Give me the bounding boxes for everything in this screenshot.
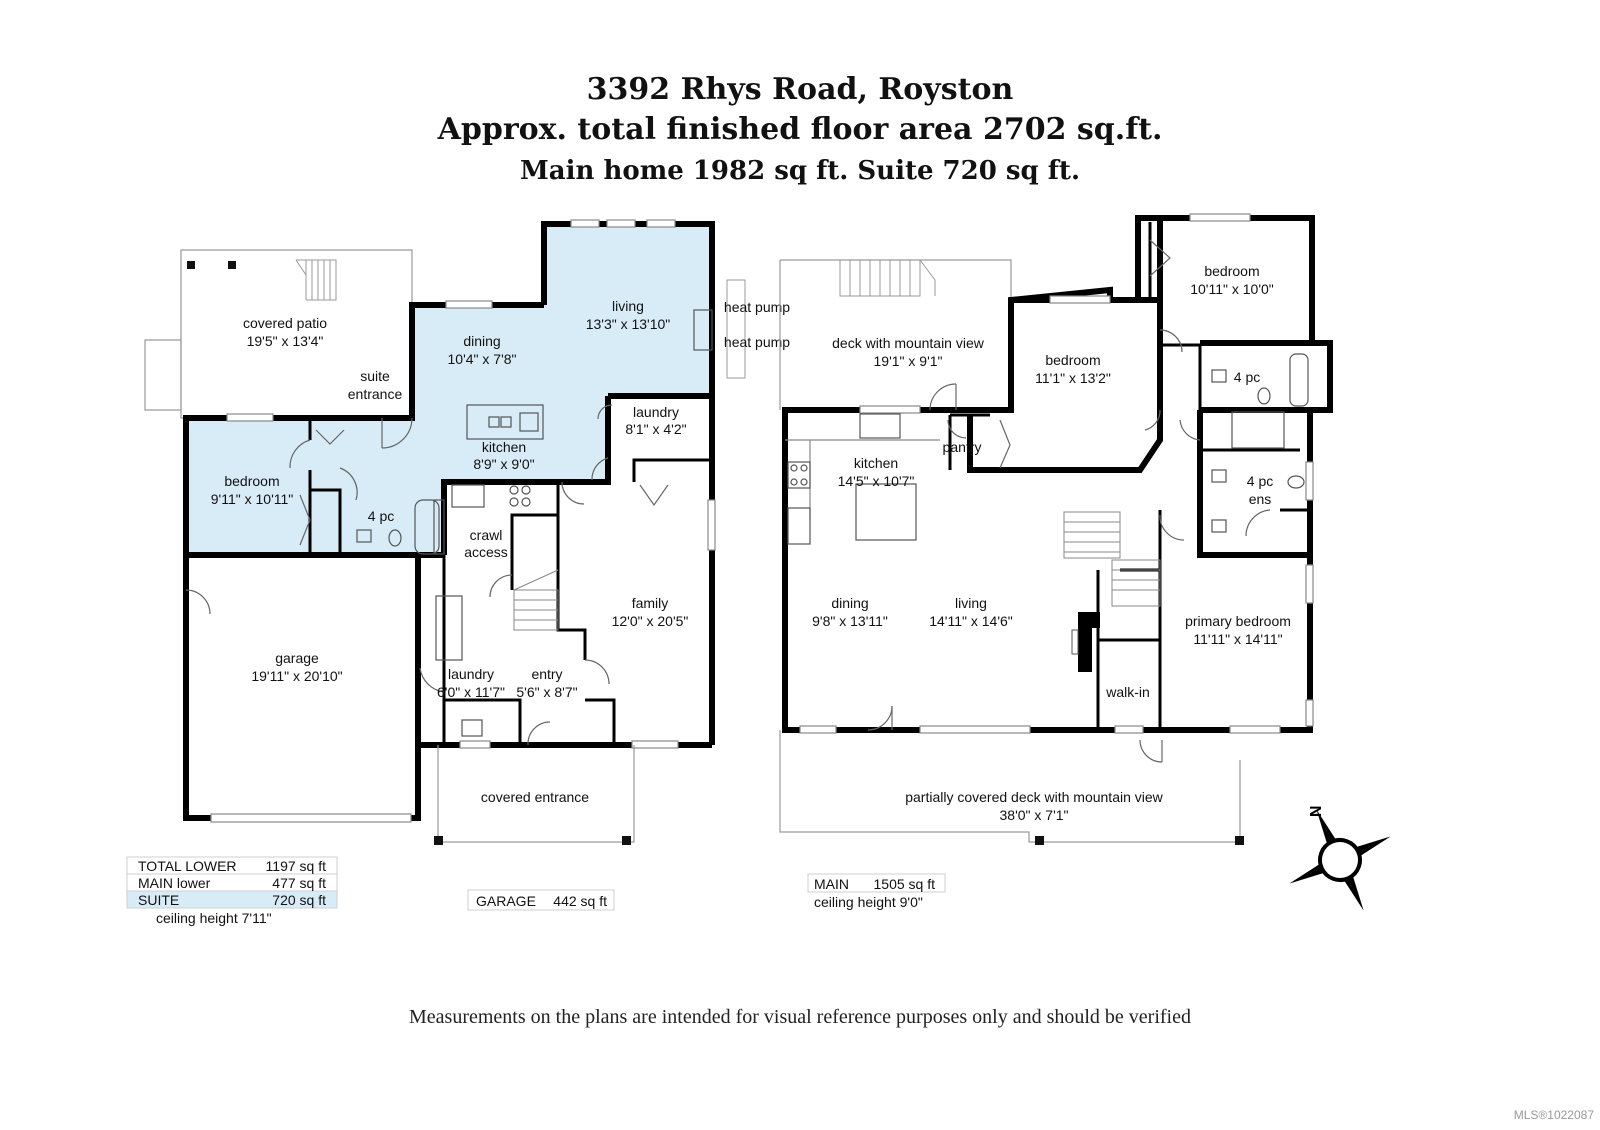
family-size: 12'0" x 20'5" <box>612 613 689 629</box>
main-bath-label: 4 pc <box>1234 369 1260 385</box>
lower-floor: covered patio 19'5" x 13'4" suite entran… <box>126 219 790 926</box>
main-area-box: MAIN 1505 sq ft ceiling height 9'0" <box>807 873 946 910</box>
main-windows <box>799 213 1314 734</box>
family-name: family <box>632 595 669 611</box>
garage-area-box: GARAGE 442 sq ft <box>467 889 615 911</box>
table-row-label: MAIN lower <box>138 875 211 891</box>
entry-name: entry <box>531 666 562 682</box>
garage-name: garage <box>275 650 319 666</box>
upper-laundry-size: 8'1" x 4'2" <box>625 421 686 437</box>
lower-living-name: living <box>612 298 644 314</box>
ensuite-label-2: ens <box>1249 491 1272 507</box>
lower-windows <box>210 219 716 823</box>
lower-bedroom-name: bedroom <box>224 473 279 489</box>
deck-name: deck with mountain view <box>832 335 985 351</box>
suite-entrance-label-1: suite <box>360 368 390 384</box>
lower-kitchen-size: 8'9" x 9'0" <box>473 456 534 472</box>
table-row-label: TOTAL LOWER <box>138 858 237 874</box>
lower-ceiling-height: ceiling height 7'11" <box>156 910 272 926</box>
garage-area-label: GARAGE <box>476 893 536 909</box>
lower-dining-size: 10'4" x 7'8" <box>448 351 517 367</box>
north-arrow-icon: N <box>1289 805 1391 911</box>
lower-dining-name: dining <box>463 333 500 349</box>
main-stairs <box>1063 511 1161 607</box>
main-kitchen-size: 14'5" x 10'7" <box>838 473 915 489</box>
compass-north-label: N <box>1306 805 1323 817</box>
crawl-label-1: crawl <box>470 527 503 543</box>
table-row-label: SUITE <box>138 892 179 908</box>
garage-area-value: 442 sq ft <box>553 893 607 909</box>
mid-bedroom-size: 11'1" x 13'2" <box>1035 370 1111 386</box>
top-bedroom-size: 10'11" x 10'0" <box>1190 281 1274 297</box>
suite-area <box>186 224 712 555</box>
ensuite-label-1: 4 pc <box>1247 473 1273 489</box>
disclaimer: Measurements on the plans are intended f… <box>409 1006 1191 1028</box>
lower-kitchen-fixtures <box>356 309 713 737</box>
main-ceiling-height: ceiling height 9'0" <box>814 894 923 910</box>
mid-bedroom-name: bedroom <box>1045 352 1100 368</box>
main-dining-name: dining <box>831 595 868 611</box>
table-row-value: 720 sq ft <box>272 892 326 908</box>
lower-doors <box>185 404 669 746</box>
mls-number: MLS®1022087 <box>1513 1108 1594 1122</box>
walk-in-label: walk-in <box>1105 684 1150 700</box>
main-living-name: living <box>955 595 987 611</box>
main-kitchen-fixtures <box>785 353 1309 545</box>
lower-laundry-name: laundry <box>448 666 494 682</box>
deck-size: 19'1" x 9'1" <box>874 353 943 369</box>
fireplace <box>1078 612 1100 672</box>
total-area: Approx. total finished floor area 2702 s… <box>437 112 1163 147</box>
primary-bedroom-name: primary bedroom <box>1185 613 1291 629</box>
lower-living-size: 13'3" x 13'10" <box>586 316 671 332</box>
covered-entrance-label: covered entrance <box>481 789 589 805</box>
lower-bath-label: 4 pc <box>368 508 394 524</box>
main-dining-size: 9'8" x 13'11" <box>812 613 888 629</box>
upper-laundry-name: laundry <box>633 404 679 420</box>
lower-bedroom-size: 9'11" x 10'11" <box>211 491 294 507</box>
primary-bedroom-size: 11'11" x 14'11" <box>1193 631 1282 647</box>
main-area-label: MAIN <box>814 876 849 892</box>
covered-entrance-outline <box>437 745 635 843</box>
covered-patio-size: 19'5" x 13'4" <box>247 333 324 349</box>
lower-deck-size: 38'0" x 7'1" <box>1000 807 1069 823</box>
main-kitchen-name: kitchen <box>854 455 898 471</box>
heat-pump-label-2: heat pump <box>724 334 790 350</box>
lower-stairs <box>513 569 559 631</box>
main-living-size: 14'11" x 14'6" <box>929 613 1013 629</box>
lower-deck-outline <box>779 730 1241 843</box>
suite-entrance-label-2: entrance <box>348 386 403 402</box>
pantry-label: pantry <box>943 439 982 455</box>
table-row-value: 477 sq ft <box>272 875 326 891</box>
patio-stairs <box>295 259 337 301</box>
entry-size: 5'6" x 8'7" <box>516 684 577 700</box>
top-bedroom-name: bedroom <box>1204 263 1259 279</box>
heat-pump-label-1: heat pump <box>724 299 790 315</box>
table-row-value: 1197 sq ft <box>266 858 327 874</box>
deck-stairs <box>839 259 936 297</box>
garage-size: 19'11" x 20'10" <box>251 668 342 684</box>
crawl-label-2: access <box>464 544 508 560</box>
main-doors <box>867 239 1271 763</box>
lower-area-table: TOTAL LOWER 1197 sq ft MAIN lower 477 sq… <box>126 856 338 926</box>
lower-laundry-size: 6'0" x 11'7" <box>437 684 505 700</box>
lower-interior-walls <box>308 418 712 745</box>
lower-kitchen-name: kitchen <box>482 439 526 455</box>
main-floor: deck with mountain view 19'1" x 9'1" bed… <box>779 213 1333 910</box>
lower-deck-name: partially covered deck with mountain vie… <box>905 789 1163 805</box>
plan-address: 3392 Rhys Road, Royston <box>586 72 1014 107</box>
area-breakdown: Main home 1982 sq ft. Suite 720 sq ft. <box>520 156 1080 186</box>
main-area-value: 1505 sq ft <box>874 876 936 892</box>
covered-patio-name: covered patio <box>243 315 327 331</box>
